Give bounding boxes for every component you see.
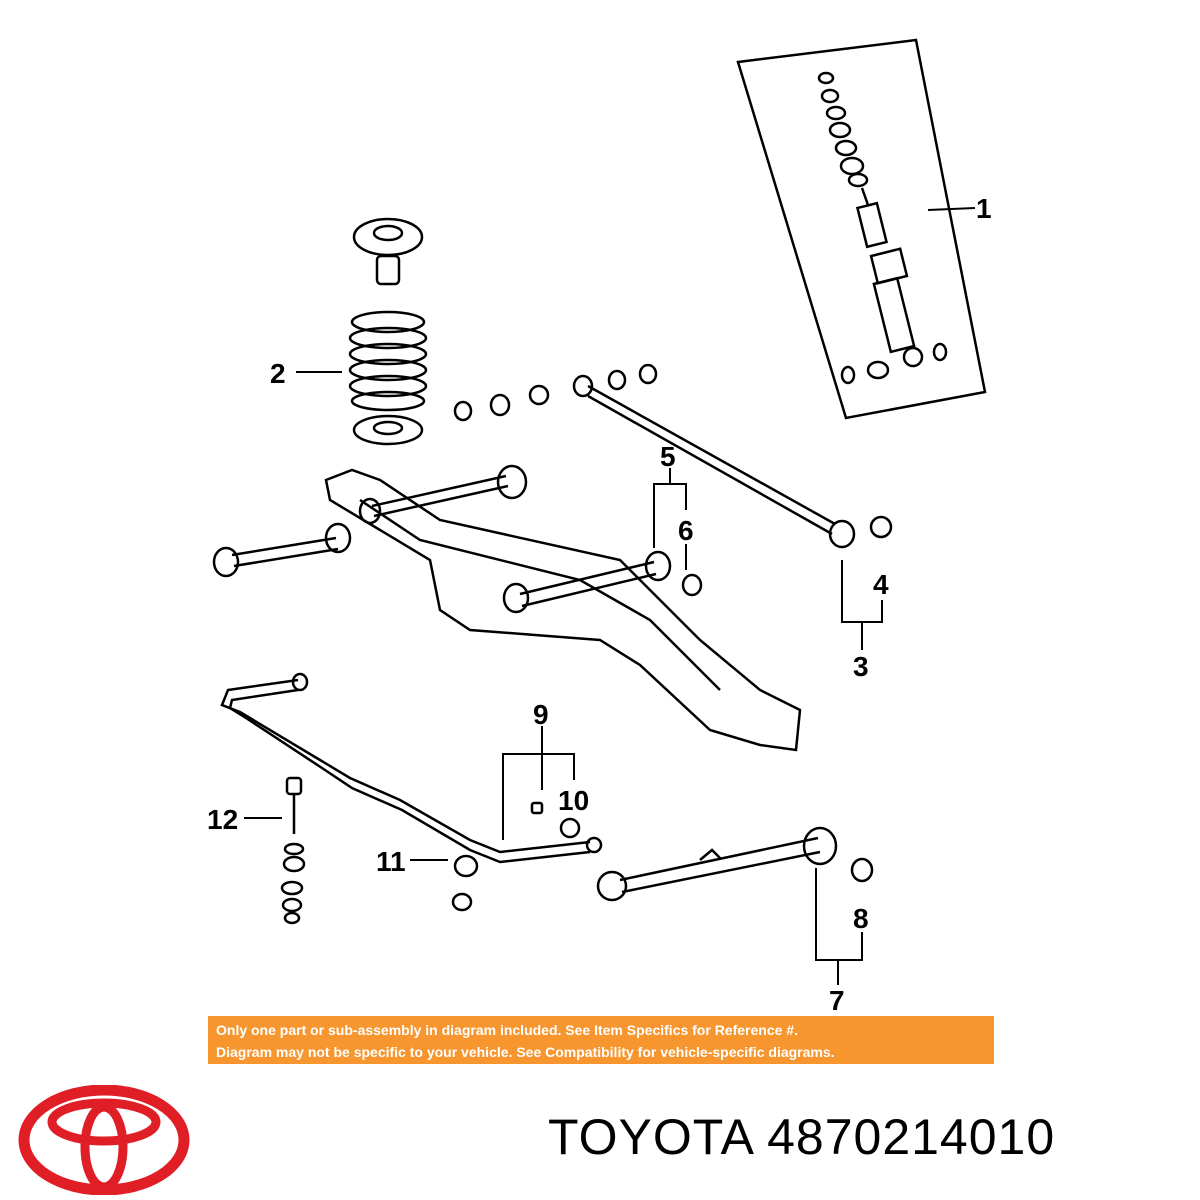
- disclaimer-banner: Only one part or sub-assembly in diagram…: [208, 1016, 994, 1064]
- bracket-9-10: [502, 753, 575, 840]
- callout-11: 11: [376, 846, 406, 877]
- toyota-logo-icon: [18, 1085, 190, 1195]
- coil-spring-assembly: [348, 217, 428, 446]
- callout-6: 6: [678, 515, 694, 546]
- callout-7: 7: [829, 985, 845, 1010]
- leader-line-1: [927, 207, 976, 211]
- callout-1: 1: [976, 193, 992, 224]
- callout-8: 8: [853, 903, 869, 934]
- part-title: TOYOTA 4870214010: [548, 1109, 1056, 1165]
- callout-2: 2: [270, 358, 286, 389]
- callout-12: 12: [207, 804, 238, 835]
- shock-absorber-assembly: [736, 38, 987, 420]
- rear-axle-beam: [212, 464, 802, 752]
- callout-5: 5: [660, 441, 676, 472]
- upper-control-arm: [453, 363, 893, 549]
- suspension-parts-diagram: 1 2 3 4 5 6 7 8 9 10 11 12: [207, 38, 992, 1010]
- callout-10: 10: [558, 785, 589, 816]
- callout-9: 9: [533, 699, 549, 730]
- disclaimer-line-2: Diagram may not be specific to your vehi…: [216, 1044, 835, 1060]
- stabilizer-bar: [220, 672, 603, 925]
- callout-3: 3: [853, 651, 869, 682]
- lower-control-arm: [596, 826, 874, 902]
- disclaimer-line-1: Only one part or sub-assembly in diagram…: [216, 1022, 798, 1038]
- callout-4: 4: [873, 569, 889, 600]
